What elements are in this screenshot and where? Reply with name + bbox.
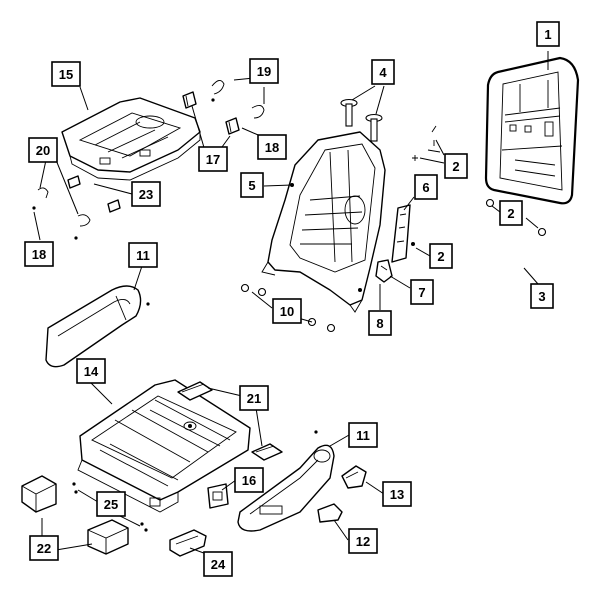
wire-parts-20 — [32, 187, 91, 240]
callout-label: 21 — [247, 391, 261, 406]
callout-16: 16 — [234, 467, 264, 493]
callout-label: 16 — [242, 473, 256, 488]
side-bracket-part — [391, 204, 411, 263]
callout-label: 1 — [544, 27, 551, 42]
callout-14: 14 — [76, 358, 106, 384]
callout-label: 18 — [32, 247, 46, 262]
callout-15: 15 — [51, 61, 81, 87]
callout-label: 8 — [376, 316, 383, 331]
callout-label: 2 — [452, 159, 459, 174]
cover-parts-21 — [177, 381, 283, 461]
seatback-panel-part — [484, 56, 580, 205]
bracket-part-24 — [169, 529, 207, 557]
fastener-parts-2 — [411, 125, 547, 246]
grommet-parts-10 — [240, 283, 336, 333]
callout-label: 3 — [538, 289, 545, 304]
switch-part — [207, 483, 229, 509]
callout-17: 17 — [198, 146, 228, 172]
callout-label: 11 — [356, 428, 370, 443]
seat-adjuster-part — [77, 379, 251, 513]
callout-12: 12 — [348, 528, 378, 554]
spacer-block-parts-22 — [21, 475, 129, 555]
callout-3: 3 — [530, 283, 554, 309]
callout-label: 5 — [248, 178, 255, 193]
headrest-guide-parts — [340, 98, 383, 142]
cap-part — [317, 503, 343, 523]
callout-label: 24 — [211, 557, 226, 572]
callout-label: 10 — [280, 304, 294, 319]
callout-1: 1 — [536, 21, 560, 47]
callout-4: 4 — [371, 59, 395, 85]
callout-label: 20 — [36, 143, 50, 158]
callout-label: 7 — [418, 285, 425, 300]
callout-label: 19 — [257, 64, 271, 79]
callout-7: 7 — [410, 279, 434, 305]
callout-2: 2 — [429, 243, 453, 269]
handle-knob-part — [341, 465, 367, 489]
callout-label: 25 — [104, 497, 118, 512]
callout-label: 17 — [206, 152, 220, 167]
recliner-knob-part — [375, 259, 393, 283]
callout-label: 2 — [507, 206, 514, 221]
callout-19: 19 — [249, 58, 279, 84]
callout-label: 23 — [139, 187, 153, 202]
callout-18: 18 — [24, 241, 54, 267]
callout-11: 11 — [348, 422, 378, 448]
seatback-frame-part — [261, 131, 386, 313]
callout-11: 11 — [128, 242, 158, 268]
callout-label: 12 — [356, 534, 370, 549]
wire-clip-parts-19 — [211, 80, 265, 119]
callout-5: 5 — [240, 172, 264, 198]
callout-label: 11 — [136, 248, 150, 263]
callout-10: 10 — [272, 298, 302, 324]
callout-2: 2 — [444, 153, 468, 179]
callout-18: 18 — [257, 134, 287, 160]
leader-lines — [33, 51, 549, 557]
screw-parts-25 — [72, 482, 148, 532]
callout-label: 15 — [59, 67, 73, 82]
callout-label: 18 — [265, 140, 279, 155]
side-shield-part-lower — [237, 430, 335, 532]
callout-label: 22 — [37, 541, 51, 556]
callout-24: 24 — [203, 551, 233, 577]
callout-13: 13 — [382, 481, 412, 507]
callout-22: 22 — [29, 535, 59, 561]
callout-25: 25 — [96, 491, 126, 517]
callout-label: 2 — [437, 249, 444, 264]
callout-21: 21 — [239, 385, 269, 411]
side-shield-part-upper — [45, 285, 150, 368]
callout-20: 20 — [28, 137, 58, 163]
callout-label: 4 — [379, 65, 387, 80]
callout-label: 13 — [390, 487, 404, 502]
callout-6: 6 — [414, 174, 438, 200]
callout-23: 23 — [131, 181, 161, 207]
callout-8: 8 — [368, 310, 392, 336]
callout-label: 6 — [422, 180, 429, 195]
clip-parts-23 — [67, 175, 121, 213]
callout-label: 14 — [84, 364, 99, 379]
callout-2: 2 — [499, 200, 523, 226]
clip-parts-17 — [182, 91, 240, 135]
cushion-pan-part — [61, 97, 201, 181]
